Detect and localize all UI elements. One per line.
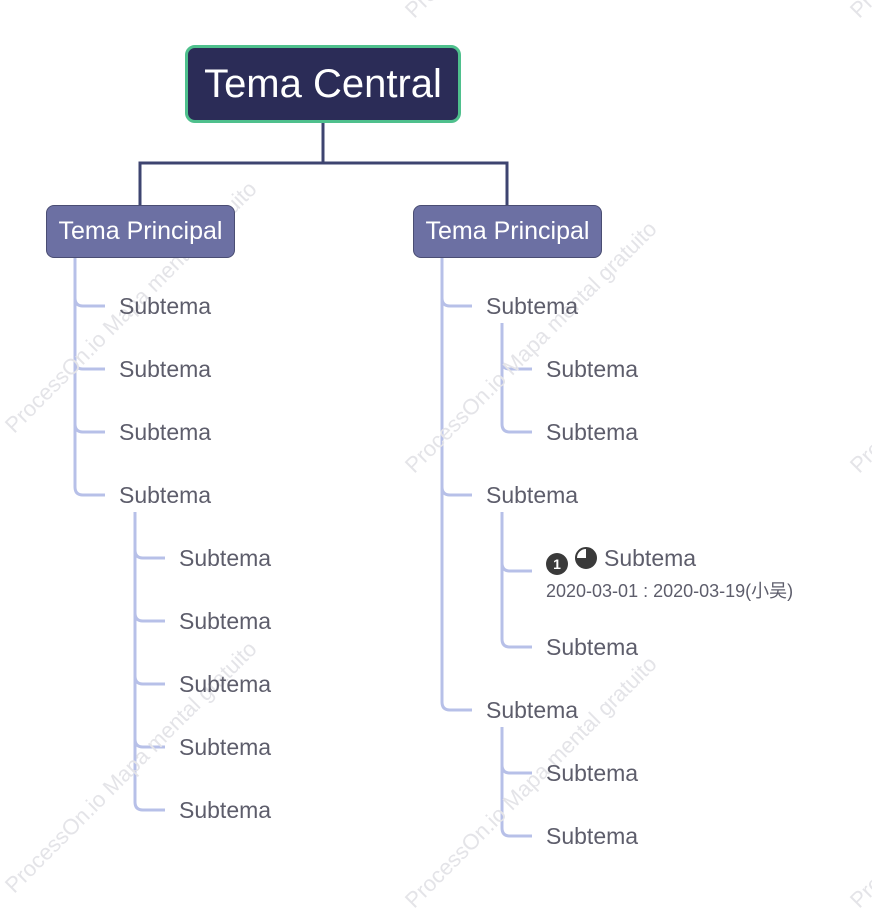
main-topic-label: Tema Principal [58, 217, 223, 245]
subtopic[interactable]: Subtema [119, 293, 212, 319]
progress-pie-icon [575, 547, 597, 569]
task-dates: 2020-03-01 : 2020-03-19(小吴) [546, 581, 794, 601]
priority-1-icon: 1 [546, 553, 568, 575]
central-topic-label: Tema Central [204, 61, 442, 106]
sub-subtopic[interactable]: Subtema [546, 356, 639, 382]
central-topic[interactable]: Tema Central [185, 45, 461, 123]
subtopic[interactable]: Subtema [119, 482, 212, 508]
main-topic-left[interactable]: Tema Principal [46, 205, 235, 258]
subtopic[interactable]: Subtema [486, 482, 579, 508]
sub-subtopic[interactable]: Subtema [179, 545, 272, 571]
sub-subtopic[interactable]: Subtema [179, 797, 272, 823]
sub-subtopic[interactable]: Subtema [179, 608, 272, 634]
subtopic[interactable]: Subtema [486, 697, 579, 723]
sub-subtopic-task[interactable]: 1 Subtema [546, 543, 696, 575]
sub-subtopic[interactable]: Subtema [546, 419, 639, 445]
main-topic-right[interactable]: Tema Principal [413, 205, 602, 258]
sub-subtopic-label: Subtema [604, 545, 697, 571]
subtopic[interactable]: Subtema [119, 419, 212, 445]
subtopic[interactable]: Subtema [119, 356, 212, 382]
sub-subtopic[interactable]: Subtema [179, 734, 272, 760]
subtopic[interactable]: Subtema [486, 293, 579, 319]
sub-subtopic[interactable]: Subtema [546, 760, 639, 786]
sub-subtopic[interactable]: Subtema [546, 823, 639, 849]
sub-subtopic[interactable]: Subtema [546, 634, 639, 660]
main-topic-label: Tema Principal [425, 217, 590, 245]
sub-subtopic[interactable]: Subtema [179, 671, 272, 697]
